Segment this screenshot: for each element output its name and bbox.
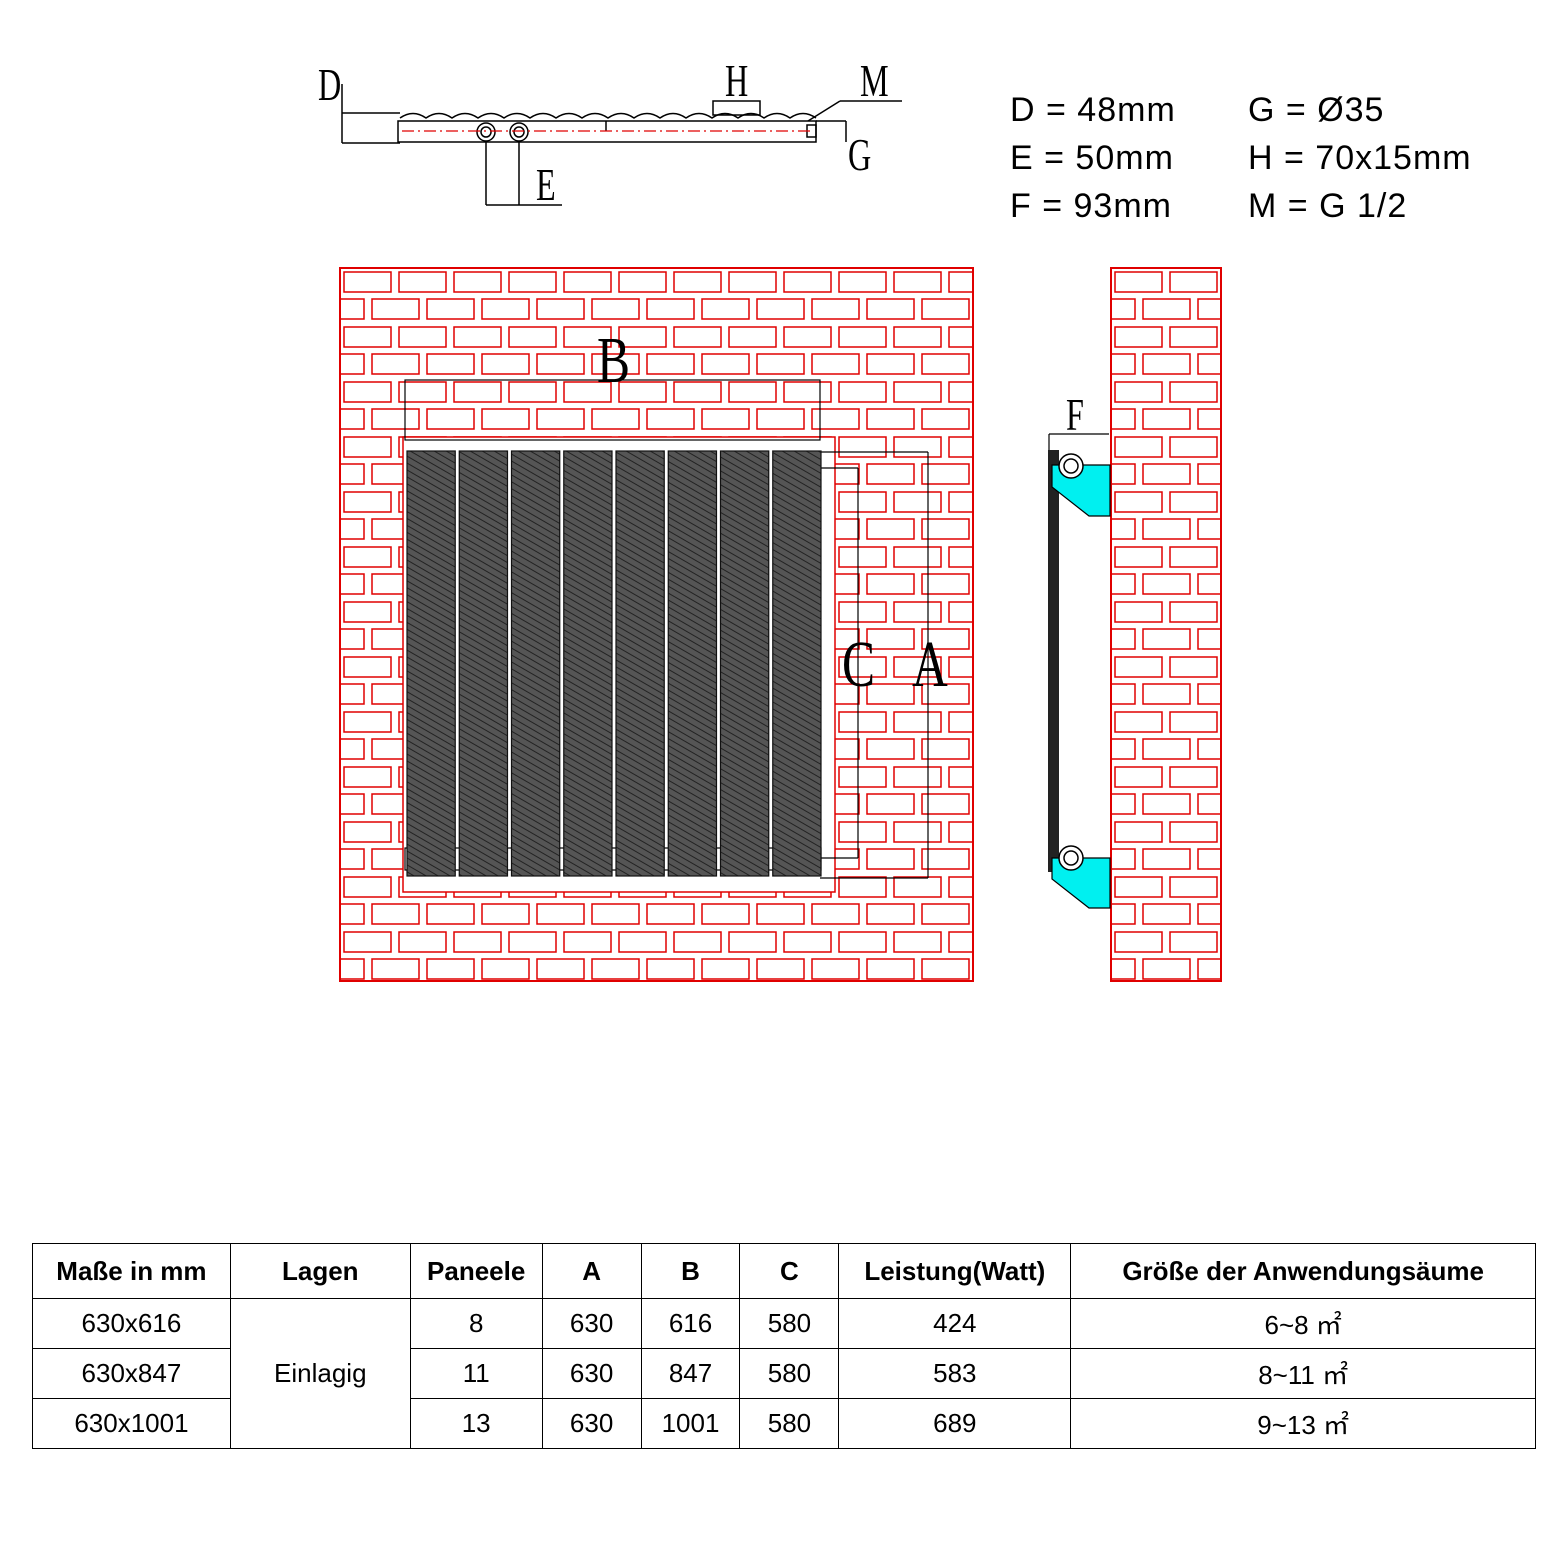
spec-e: E = 50mm xyxy=(1010,139,1174,177)
header-a: A xyxy=(541,1243,642,1299)
header-lagen: Lagen xyxy=(229,1243,411,1299)
table-row: 630x616 Einlagig 8 630 616 580 424 6~8 ㎡ xyxy=(32,1298,1536,1449)
cell-watt: 424 xyxy=(838,1298,1072,1349)
cell-c: 580 xyxy=(739,1298,840,1349)
spec-d: D = 48mm xyxy=(1010,91,1176,129)
table-header-row: Maße in mm Lagen Paneele A B C Leistung(… xyxy=(32,1243,1536,1299)
radiator-panel xyxy=(406,450,456,877)
cell-lagen: Einlagig xyxy=(229,1298,411,1449)
cell-a: 630 xyxy=(541,1348,642,1399)
cell-paneele: 13 xyxy=(409,1398,543,1449)
radiator-panel xyxy=(667,450,718,877)
label-g: G xyxy=(848,129,872,180)
cell-b: 616 xyxy=(640,1298,741,1349)
front-view-drawing xyxy=(339,267,974,982)
header-size: Maße in mm xyxy=(32,1243,231,1299)
bracket-bottom xyxy=(1051,857,1111,909)
side-view-drawing xyxy=(1048,267,1222,982)
spec-g: G = Ø35 xyxy=(1248,91,1385,129)
label-h: H xyxy=(725,55,749,106)
label-m: M xyxy=(860,55,889,106)
header-b: B xyxy=(640,1243,741,1299)
radiator-panel xyxy=(772,450,822,877)
cell-watt: 583 xyxy=(838,1348,1072,1399)
cell-paneele: 11 xyxy=(409,1348,543,1399)
spec-m: M = G 1/2 xyxy=(1248,187,1408,225)
spec-h: H = 70x15mm xyxy=(1248,139,1472,177)
cell-a: 630 xyxy=(541,1298,642,1349)
label-c: C xyxy=(842,628,876,701)
cell-size: 630x1001 xyxy=(32,1398,231,1449)
cell-size: 630x847 xyxy=(32,1348,231,1399)
header-paneele: Paneele xyxy=(409,1243,543,1299)
cell-area: 8~11 ㎡ xyxy=(1070,1348,1536,1399)
spec-f: F = 93mm xyxy=(1010,187,1172,225)
radiator-panels xyxy=(406,450,822,877)
table-row: 630x847 11 630 847 580 583 8~11 ㎡ xyxy=(32,1348,1536,1399)
label-f: F xyxy=(1066,389,1084,440)
header-watt: Leistung(Watt) xyxy=(838,1243,1072,1299)
radiator-panel xyxy=(719,450,770,877)
cell-c: 580 xyxy=(739,1398,840,1449)
header-area: Größe der Anwendungsäume xyxy=(1070,1243,1536,1299)
cell-b: 1001 xyxy=(640,1398,741,1449)
radiator-panel xyxy=(458,450,509,877)
cell-size: 630x616 xyxy=(32,1298,231,1349)
spec-table: Maße in mm Lagen Paneele A B C Leistung(… xyxy=(32,1243,1536,1449)
header-c: C xyxy=(739,1243,840,1299)
cell-area: 9~13 ㎡ xyxy=(1070,1398,1536,1449)
radiator-panel xyxy=(615,450,665,877)
cell-c: 580 xyxy=(739,1348,840,1399)
label-d: D xyxy=(318,59,342,110)
radiator-panel xyxy=(510,450,561,877)
label-b: B xyxy=(597,324,631,397)
label-e: E xyxy=(536,159,556,210)
cell-area: 6~8 ㎡ xyxy=(1070,1298,1536,1349)
radiator-panel xyxy=(563,450,613,877)
cell-b: 847 xyxy=(640,1348,741,1399)
cell-paneele: 8 xyxy=(409,1298,543,1349)
cell-a: 630 xyxy=(541,1398,642,1449)
cell-watt: 689 xyxy=(838,1398,1072,1449)
label-a: A xyxy=(912,628,948,701)
top-view-drawing xyxy=(341,84,902,206)
table-row: 630x1001 13 630 1001 580 689 9~13 ㎡ xyxy=(32,1398,1536,1449)
